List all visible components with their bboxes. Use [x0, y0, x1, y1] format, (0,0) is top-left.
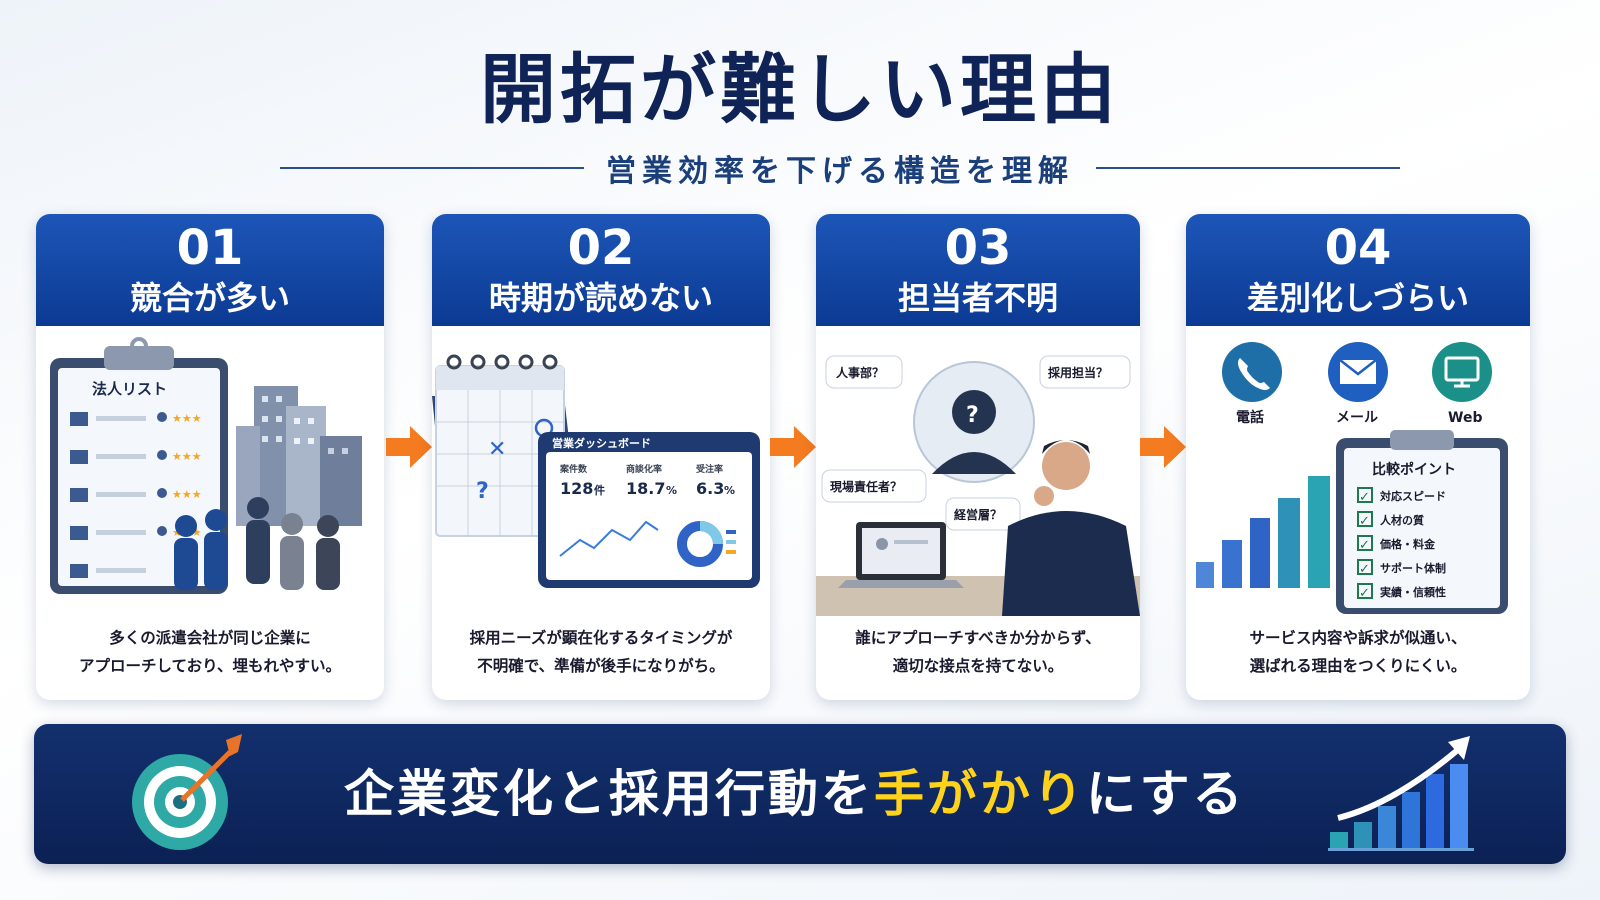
checklist-item: 人材の質 [1380, 513, 1424, 527]
check-icon: ✓ [1357, 583, 1373, 601]
svg-text:受注率: 受注率 [696, 463, 723, 475]
check-icon: ✓ [1357, 511, 1373, 529]
svg-text:%: % [666, 484, 677, 497]
svg-text:✓: ✓ [1359, 490, 1370, 505]
growth-chart-icon [1328, 736, 1474, 851]
unknown-contact-illustration: ? 人事部？ 採用担当？ 現場責任者？ 経営層？ [816, 355, 1140, 616]
svg-text:採用担当？: 採用担当？ [1048, 365, 1108, 380]
banner-highlight: 手がかり [874, 765, 1086, 823]
checklist-clipboard: 比較ポイント ✓ 対応スピード ✓ 人材の質 ✓ 価格・料金 ✓ サポート体制 … [1336, 430, 1508, 614]
card-header: 04 差別化しづらい [1186, 214, 1530, 326]
phone-icon [1222, 342, 1282, 402]
people-icon [174, 497, 340, 590]
check-icon: ✓ [1357, 535, 1373, 553]
banner-message: 企業変化と採用行動を手がかりにする [344, 765, 1246, 823]
competition-illustration: 法人リスト ★★★ ★★★ ★★★ ★★★ [50, 337, 362, 594]
svg-text:6.3: 6.3 [696, 479, 724, 498]
svg-text:★★★: ★★★ [172, 412, 202, 425]
conclusion-banner: 企業変化と採用行動を手がかりにする [34, 724, 1566, 864]
svg-text:✓: ✓ [1359, 514, 1370, 529]
card-title: 競合が多い [129, 279, 290, 317]
svg-text:%: % [724, 484, 735, 497]
check-icon: ✓ [1357, 487, 1373, 505]
list-title: 法人リスト [92, 380, 167, 398]
bubble-site-manager: 現場責任者？ [821, 469, 927, 503]
svg-text:★★★: ★★★ [172, 450, 202, 463]
check-icon: ✓ [1357, 559, 1373, 577]
channel-label: 電話 [1236, 409, 1264, 426]
checklist-title: 比較ポイント [1372, 461, 1456, 478]
card-description: 誰にアプローチすべきか分からず、 適切な接点を持てない。 [855, 629, 1101, 675]
bar-chart-icon [1196, 476, 1330, 588]
svg-text:★★★: ★★★ [172, 488, 202, 501]
unknown-person-icon: ? [913, 361, 1035, 483]
dashboard-line-chart [559, 520, 659, 557]
laptop-icon [838, 522, 964, 588]
reason-card-01: 01 競合が多い 法人リスト ★★★ ★★★ ★★★ ★★★ [36, 214, 384, 700]
subtitle-row: 営業効率を下げる構造を理解 [280, 148, 1400, 189]
arrow-right-icon [386, 426, 432, 468]
svg-text:✕: ✕ [488, 437, 506, 462]
card-number: 01 [176, 220, 244, 276]
checklist-item: 実績・信頼性 [1380, 585, 1446, 599]
bubble-executive: 経営層？ [945, 497, 1021, 531]
checklist-item: 対応スピード [1379, 489, 1446, 503]
dashboard-title: 営業ダッシュボード [552, 436, 651, 450]
card-description: 採用ニーズが顕在化するタイミングが 不明確で、準備が後手になりがち。 [469, 629, 733, 675]
svg-text:件: 件 [594, 483, 605, 497]
svg-text:✓: ✓ [1359, 562, 1370, 577]
arrow-right-icon [1140, 426, 1186, 468]
mail-icon [1328, 342, 1388, 402]
reason-card-02: 02 時期が読めない ✕ ? 営業ダッシュボード [432, 214, 770, 700]
differentiation-illustration: 電話 メール Web 比較ポイント ✓ 対応スピ [1196, 342, 1508, 614]
calendar-icon: ✕ ? [432, 354, 580, 537]
card-header: 03 担当者不明 [816, 214, 1140, 326]
checklist-item: サポート体制 [1380, 561, 1446, 575]
channel-label: Web [1448, 410, 1482, 426]
bubble-recruiter: 採用担当？ [1039, 355, 1131, 389]
card-title: 時期が読めない [488, 279, 713, 317]
dashboard-stat: 商談化率 18.7 % [626, 463, 677, 498]
svg-text:人事部？: 人事部？ [836, 365, 884, 380]
card-number: 04 [1324, 220, 1392, 276]
subtitle-divider-right [1096, 167, 1400, 169]
svg-text:128: 128 [560, 479, 593, 498]
channel-label: メール [1336, 410, 1378, 426]
svg-text:?: ? [966, 403, 979, 428]
dashboard-panel: 営業ダッシュボード 案件数 128 件 商談化率 18.7 % 受注率 6.3 … [538, 432, 760, 588]
card-description: 多くの派遣会社が同じ企業に アプローチしており、埋もれやすい。 [79, 629, 341, 675]
subtitle-divider-left [280, 167, 584, 169]
checklist-item: 価格・料金 [1379, 537, 1436, 551]
svg-text:✓: ✓ [1359, 586, 1370, 601]
svg-text:商談化率: 商談化率 [626, 463, 662, 475]
card-title: 担当者不明 [897, 279, 1058, 317]
card-description: サービス内容や訴求が似通い、 選ばれる理由をつくりにくい。 [1249, 629, 1467, 675]
reason-card-03: 03 担当者不明 ? 人事部？ 採用担当？ 現場責任者？ 経営層？ [816, 214, 1140, 700]
reason-card-04: 04 差別化しづらい 電話 メール Web [1186, 214, 1530, 700]
timing-illustration: ✕ ? 営業ダッシュボード 案件数 128 件 商談化率 18.7 % 受注率 … [432, 354, 760, 588]
svg-text:案件数: 案件数 [559, 463, 588, 475]
card-header: 02 時期が読めない [432, 214, 770, 326]
web-icon [1432, 342, 1492, 402]
svg-text:18.7: 18.7 [626, 479, 665, 498]
svg-text:経営層？: 経営層？ [954, 507, 1002, 522]
card-number: 03 [944, 220, 1012, 276]
target-icon [132, 734, 242, 850]
page-subtitle: 営業効率を下げる構造を理解 [606, 154, 1074, 189]
page-title: 開拓が難しい理由 [480, 45, 1120, 134]
svg-text:?: ? [476, 479, 489, 504]
bubble-hr: 人事部？ [825, 355, 903, 389]
dashboard-stat: 案件数 128 件 [559, 463, 605, 498]
card-number: 02 [567, 220, 635, 276]
svg-text:現場責任者？: 現場責任者？ [830, 479, 902, 494]
arrow-right-icon [770, 426, 816, 468]
dashboard-stat: 受注率 6.3 % [696, 463, 735, 498]
card-title: 差別化しづらい [1246, 279, 1470, 317]
clipboard-icon [50, 337, 228, 594]
card-header: 01 競合が多い [36, 214, 384, 326]
svg-text:✓: ✓ [1359, 538, 1370, 553]
businessman-icon [1002, 440, 1140, 616]
